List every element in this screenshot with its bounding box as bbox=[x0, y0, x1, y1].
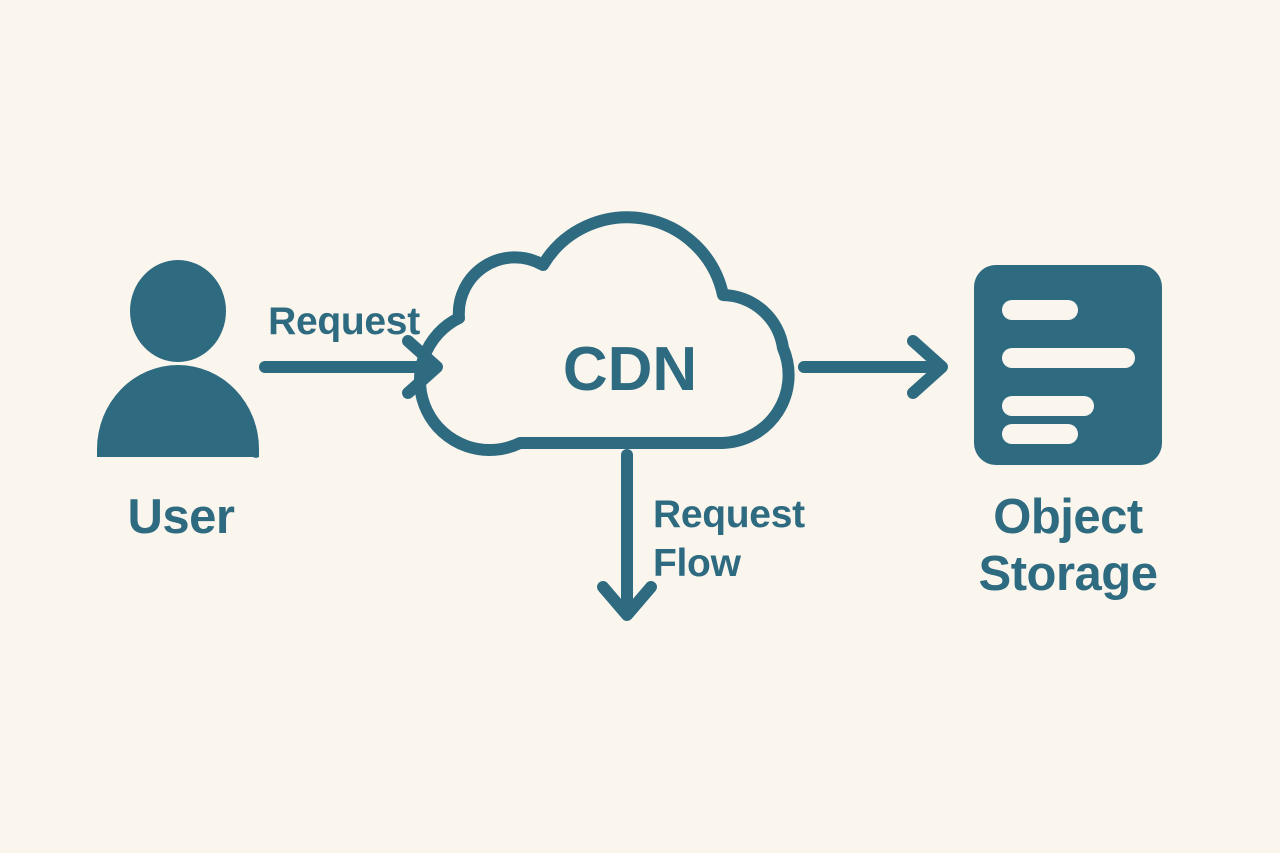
arrow-head-cdn-storage bbox=[907, 335, 948, 399]
cdn-node: CDN bbox=[414, 211, 795, 456]
user-body-shape bbox=[97, 365, 259, 458]
user-node: User bbox=[97, 260, 259, 544]
storage-document-icon bbox=[974, 265, 1162, 465]
object-storage-label-line2: Storage bbox=[979, 547, 1158, 601]
storage-line-1 bbox=[1002, 300, 1078, 320]
storage-line-2 bbox=[1002, 348, 1135, 368]
object-storage-label-line1: Object bbox=[993, 490, 1143, 544]
edge-cdn-downstream: Request Flow bbox=[597, 449, 805, 621]
object-storage-node: Object Storage bbox=[974, 265, 1162, 601]
arrow-head-request-flow bbox=[597, 581, 657, 621]
cloud-outline-icon bbox=[414, 211, 795, 456]
edge-label-request-flow-line2: Flow bbox=[653, 542, 742, 585]
storage-line-4 bbox=[1002, 424, 1078, 444]
user-head-shape bbox=[130, 260, 226, 362]
user-label: User bbox=[128, 490, 235, 544]
edge-cdn-to-storage bbox=[798, 335, 948, 399]
edge-label-request: Request bbox=[268, 300, 420, 343]
storage-line-3 bbox=[1002, 396, 1094, 416]
cdn-label: CDN bbox=[563, 335, 697, 404]
user-avatar-icon bbox=[97, 260, 259, 458]
edge-label-request-flow-line1: Request bbox=[653, 493, 805, 536]
